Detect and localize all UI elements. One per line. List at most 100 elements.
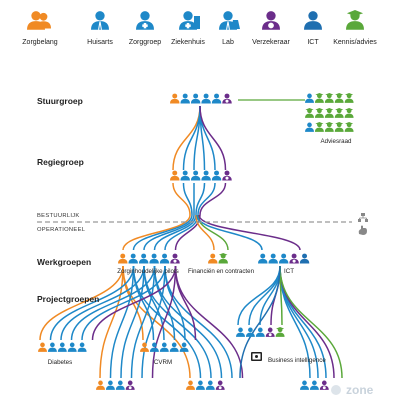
flow-regie-bundle-zorgbelang xyxy=(172,182,191,216)
flask-icon xyxy=(231,20,240,29)
people-icons xyxy=(27,10,364,390)
adviesraad-row1-person-2 xyxy=(314,93,324,103)
stuurgroep-person-2 xyxy=(180,93,190,104)
adviesraad-row2-person-5 xyxy=(344,108,354,118)
doctor-icon xyxy=(91,11,109,30)
flow-zorg-p3-lab xyxy=(141,265,166,379)
flow-ict-p3 xyxy=(239,265,281,379)
hospital-building-icon xyxy=(194,16,200,29)
node-label-bi: Business intelligence xyxy=(268,357,326,364)
project-cvrm-person-5 xyxy=(179,342,189,352)
stuurgroep-person-4 xyxy=(201,93,211,104)
node-label-zorginhoudelijke: Zorginhoudelijke pilots xyxy=(117,268,179,275)
project-bi-person-3 xyxy=(255,327,265,337)
werkgroep-zorg-person-1 xyxy=(118,253,128,264)
flow-regie-bundle-lab xyxy=(197,182,216,216)
flow-ict-p2-4 xyxy=(279,265,343,379)
adviesraad-row3-person-5 xyxy=(344,122,354,132)
legend-label-lab: Lab xyxy=(222,39,234,46)
flow-zorg-p3-ziekenhuis xyxy=(130,265,156,379)
project-row3-a-person-4 xyxy=(125,380,135,390)
business-intelligence-icon xyxy=(251,352,262,361)
flow-zorg-diabetes-verzekeraar xyxy=(91,265,177,341)
legend-label-verzekeraar: Verzekeraar xyxy=(252,39,290,46)
adviesraad-row3-person-3 xyxy=(324,122,334,132)
legend-label-ziekenhuis: Ziekenhuis xyxy=(171,39,205,46)
flow-stuur-regie-zorggroep xyxy=(193,105,201,171)
project-cvrm-person-4 xyxy=(169,342,179,352)
flow-zorg-diabetes-lab xyxy=(81,265,166,341)
watermark-text: zone xyxy=(346,383,374,397)
project-row3-c-person-3 xyxy=(319,380,329,390)
project-bi-person-4 xyxy=(265,327,275,337)
flow-ict-bi-2 xyxy=(259,265,281,326)
adviesraad-row1-person-5 xyxy=(344,93,354,103)
flow-zorg-p3-zorgbelang xyxy=(99,265,124,379)
level-label-werkgroepen: Werkgroepen xyxy=(37,257,91,267)
werkgroep-ict-person-3 xyxy=(278,253,289,264)
adviesraad-row1-person-3 xyxy=(324,93,334,103)
watermark-logo xyxy=(331,385,341,395)
flow-bundle-ict-1 xyxy=(196,214,263,251)
flow-stuur-regie-zorgbelang xyxy=(172,105,201,171)
adviesraad-row3-person-1 xyxy=(305,122,314,132)
adviesraad-row2-person-4 xyxy=(334,108,344,118)
stuurgroep-person-1 xyxy=(170,93,180,104)
regiegroep-person-2 xyxy=(180,170,190,181)
stuurgroep-person-6 xyxy=(222,93,232,104)
group-of-people-icon-2 xyxy=(36,12,51,29)
flow-zorg-diabetes-ziekenhuis xyxy=(70,265,156,341)
project-row3-b-person-1 xyxy=(186,380,195,390)
adviesraad-row2-person-1 xyxy=(305,108,314,118)
legend-label-zorgbelang: Zorgbelang xyxy=(22,39,58,46)
werkgroep-zorg-person-2 xyxy=(128,253,138,264)
node-label-financien-text: Financiën en contracten xyxy=(188,268,255,275)
werkgroep-ict-person-5 xyxy=(299,253,310,264)
adviesraad-row1-person-4 xyxy=(334,93,344,103)
level-label-regiegroep: Regiegroep xyxy=(37,157,84,167)
werkgroep-ict-person-2 xyxy=(268,253,278,264)
adviesraad-row2-person-2 xyxy=(314,108,324,118)
project-cvrm-person-1 xyxy=(140,342,149,352)
project-row3-a-person-2 xyxy=(105,380,115,390)
legend-label-zorggroep: Zorggroep xyxy=(129,39,161,46)
flow-zorg-p3-verzekeraar xyxy=(151,265,177,379)
flow-bundle-zorg-zorgbelang xyxy=(122,214,191,251)
project-row3-b-person-4 xyxy=(215,380,225,390)
flow-bundle-fin-1 xyxy=(195,214,215,251)
flow-zorg-p3-huisarts xyxy=(109,265,135,379)
divider-label-operationeel: OPERATIONEEL xyxy=(37,227,86,233)
flow-stuur-regie-verzekeraar xyxy=(199,105,227,171)
adviesraad-row2-person-3 xyxy=(324,108,334,118)
node-label-ict: ICT xyxy=(284,268,294,275)
project-row3-a-person-1 xyxy=(96,380,105,390)
regiegroep-person-3 xyxy=(190,170,201,181)
flow-regie-bundle-verzekeraar xyxy=(199,182,227,216)
regiegroep-person-1 xyxy=(170,170,180,181)
werkgroep-ict-person-1 xyxy=(258,253,268,264)
flow-zorg-p4-verzekeraar xyxy=(174,265,244,379)
project-bi-person-5 xyxy=(275,327,285,337)
project-cvrm-person-2 xyxy=(149,342,159,352)
flow-regie-bundle-huisarts xyxy=(182,182,193,216)
flow-zorg-p3-zorggroep xyxy=(120,265,145,379)
werkgroep-zorg-person-3 xyxy=(138,253,149,264)
flow-regie-bundle-ziekenhuis xyxy=(195,182,206,216)
hospital-icon xyxy=(179,11,197,30)
ict-icon xyxy=(304,11,322,30)
project-diabetes-person-3 xyxy=(57,342,67,352)
stuurgroep-person-3 xyxy=(190,93,201,104)
flow-zorg-diabetes-huisarts xyxy=(49,265,135,341)
stuurgroep-person-5 xyxy=(211,93,222,104)
care-group-icon xyxy=(136,11,154,30)
node-label-financien: Financiën en contracten xyxy=(188,268,255,275)
adviesraad-row3-person-4 xyxy=(334,122,344,132)
legend-label-ict: ICT xyxy=(307,39,319,46)
project-bi-person-1 xyxy=(236,327,245,337)
project-row3-b-person-2 xyxy=(195,380,205,390)
level-label-stuurgroep: Stuurgroep xyxy=(37,96,83,106)
level-label-projectgroepen: Projectgroepen xyxy=(37,294,99,304)
regiegroep-person-4 xyxy=(201,170,211,181)
project-row3-b-person-3 xyxy=(205,380,215,390)
regiegroep-person-6 xyxy=(222,170,232,181)
